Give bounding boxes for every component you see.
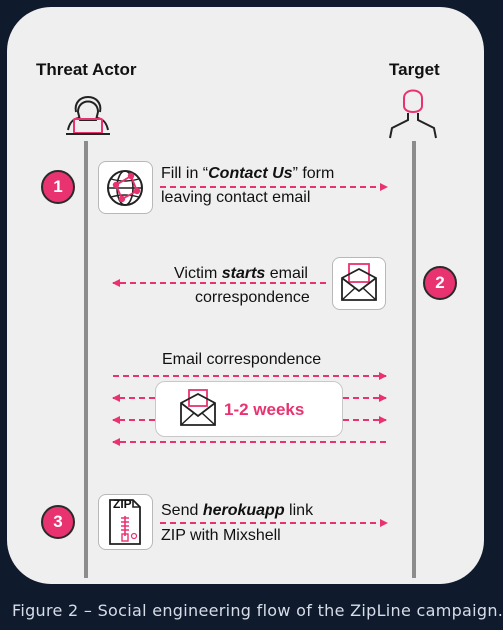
step-1-text-line2: leaving contact email <box>161 189 311 206</box>
zip-file-icon <box>109 499 141 545</box>
envelope-icon <box>341 263 377 301</box>
threat-actor-label: Threat Actor <box>36 60 137 79</box>
step-1-text-line1: Fill in “Contact Us” form <box>161 165 335 182</box>
correspondence-label: Email correspondence <box>162 351 322 368</box>
duration-box <box>155 381 343 437</box>
target-label: Target <box>389 60 440 79</box>
step-3-text-line2: ZIP with Mixshell <box>161 527 281 544</box>
target-lifeline <box>412 141 416 578</box>
threat-actor-lifeline <box>84 141 88 578</box>
duration-label: 1-2 weeks <box>224 400 305 419</box>
arrows-layer <box>112 183 388 527</box>
step-1-badge: 1 <box>41 170 75 204</box>
step-2-text-line1: Victim starts email <box>174 265 308 282</box>
globe-network-icon <box>107 170 143 206</box>
target-person-icon <box>389 89 437 139</box>
step-2-badge: 2 <box>423 266 457 300</box>
zip-icon-label: ZIP <box>113 497 132 511</box>
step-3-text-line1: Send herokuapp link <box>161 502 314 519</box>
step-2-text-line2: correspondence <box>195 289 310 306</box>
hacker-icon <box>66 96 110 135</box>
envelope-icon <box>180 389 216 426</box>
step-3-badge: 3 <box>41 505 75 539</box>
figure-caption: Figure 2 – Social engineering flow of th… <box>12 601 503 620</box>
